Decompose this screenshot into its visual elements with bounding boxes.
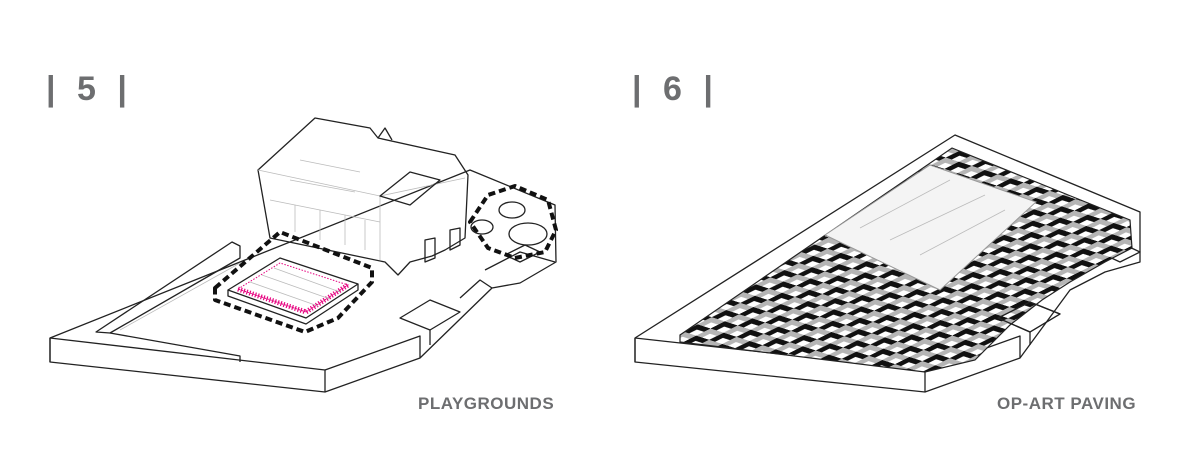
playgrounds-axonometric-drawing: [49, 117, 558, 393]
step-number: | 6 |: [632, 70, 719, 108]
op-art-paving-axonometric-drawing: [634, 134, 1141, 393]
panel-caption: PLAYGROUNDS: [418, 394, 555, 413]
circles-zone-outline: [468, 184, 558, 260]
playground-square: [227, 257, 359, 325]
panel-caption: OP-ART PAVING: [997, 394, 1137, 413]
panel-playgrounds: | 5 |: [46, 70, 558, 413]
panel-op-art-paving: | 6 | OP-ART PAVING: [600, 0, 1200, 473]
sandbox-zone-outline: [213, 230, 374, 334]
circle-play-area: [508, 222, 548, 246]
site-base: [49, 169, 557, 393]
building: [257, 117, 469, 276]
circle-play-area: [470, 219, 494, 235]
circle-play-area: [498, 201, 526, 219]
step-number: | 5 |: [46, 70, 133, 108]
